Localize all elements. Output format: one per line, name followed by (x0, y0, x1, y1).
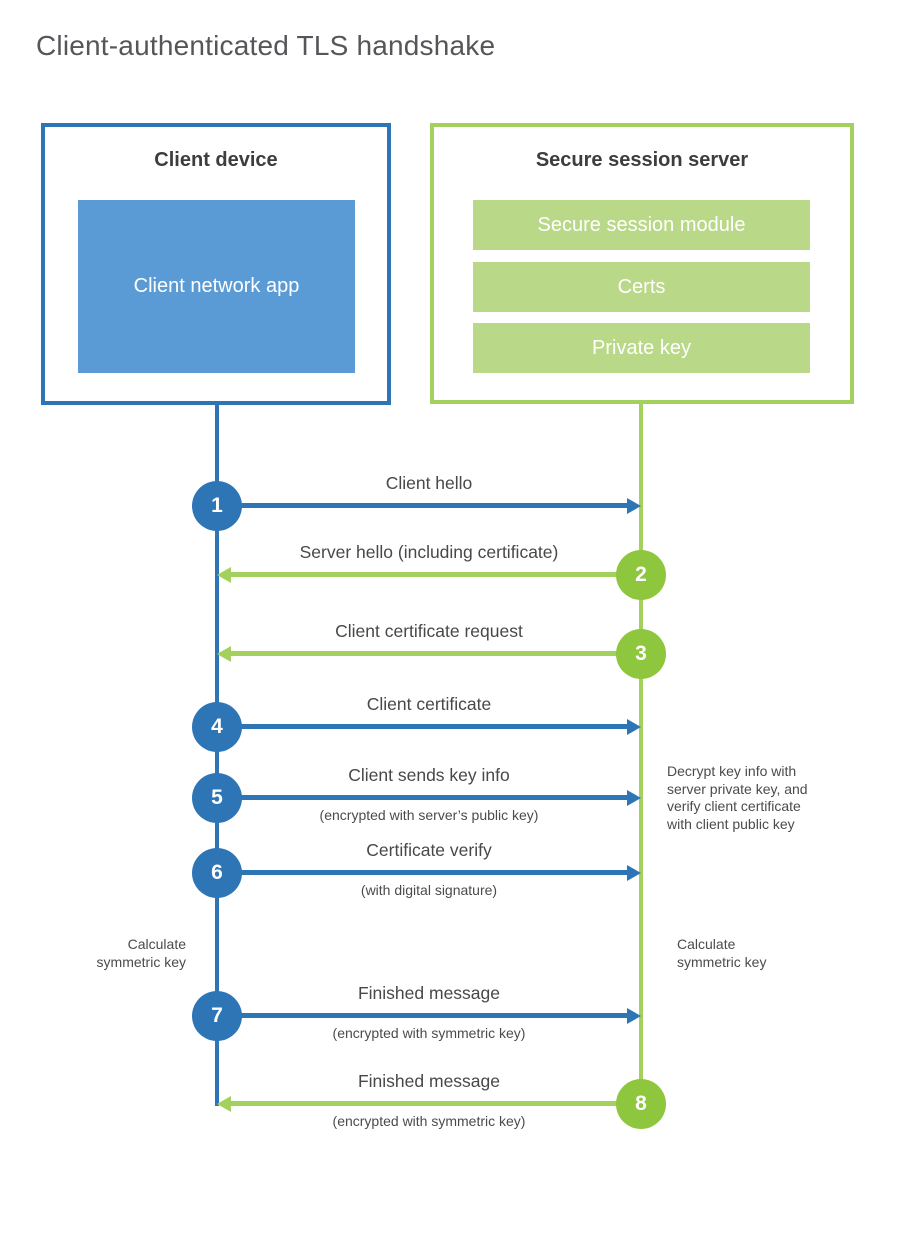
server-module-label: Private key (592, 336, 691, 359)
arrowhead-left-icon (217, 567, 231, 583)
server-module-label: Secure session module (537, 213, 746, 236)
step-number: 4 (211, 715, 223, 738)
step-number: 2 (635, 563, 647, 586)
message-2-arrow (217, 567, 641, 583)
message-3-arrow (217, 646, 641, 662)
arrow-shaft (218, 503, 628, 508)
step-5-circle: 5 (192, 773, 242, 823)
step-3-circle: 3 (616, 629, 666, 679)
message-6-label: Certificate verify (366, 840, 492, 860)
message-7-label: Finished message (357, 983, 501, 1003)
server-lifeline (639, 403, 643, 1110)
arrowhead-right-icon (627, 790, 641, 806)
note-decrypt-key-info: Decrypt key info with server private key… (667, 763, 808, 832)
message-3-label: Client certificate request (335, 621, 523, 641)
step-number: 1 (211, 494, 223, 517)
note-calculate-symmetric-key-right: Calculate symmetric key (677, 936, 767, 970)
secure-session-server-heading: Secure session server (535, 149, 749, 171)
step-8-circle: 8 (616, 1079, 666, 1129)
message-6-sublabel: (with digital signature) (360, 882, 498, 898)
message-6-arrow (217, 865, 641, 881)
message-7-arrow (217, 1008, 641, 1024)
client-network-app-box: Client network app (78, 200, 355, 373)
arrow-shaft (218, 795, 628, 800)
client-lifeline (215, 404, 219, 1106)
step-number: 3 (635, 642, 647, 665)
message-7-sublabel: (encrypted with symmetric key) (332, 1025, 526, 1041)
arrowhead-left-icon (217, 646, 231, 662)
step-4-circle: 4 (192, 702, 242, 752)
message-8-sublabel: (encrypted with symmetric key) (332, 1113, 526, 1129)
server-module-bar: Certs (473, 262, 810, 312)
arrowhead-left-icon (217, 1096, 231, 1112)
arrowhead-right-icon (627, 1008, 641, 1024)
step-7-circle: 7 (192, 991, 242, 1041)
arrow-shaft (230, 572, 640, 577)
step-number: 5 (211, 786, 223, 809)
note-calculate-symmetric-key-left: Calculate symmetric key (96, 936, 186, 970)
arrow-shaft (218, 870, 628, 875)
message-5-label: Client sends key info (348, 765, 510, 785)
arrowhead-right-icon (627, 865, 641, 881)
step-number: 8 (635, 1092, 647, 1115)
message-5-arrow (217, 790, 641, 806)
message-1-label: Client hello (385, 473, 473, 493)
message-8-arrow (217, 1096, 641, 1112)
message-4-arrow (217, 719, 641, 735)
message-4-label: Client certificate (366, 694, 492, 714)
step-2-circle: 2 (616, 550, 666, 600)
message-2-label: Server hello (including certificate) (299, 542, 559, 562)
step-number: 6 (211, 861, 223, 884)
arrow-shaft (230, 651, 640, 656)
arrowhead-right-icon (627, 719, 641, 735)
page-title: Client-authenticated TLS handshake (36, 30, 496, 61)
server-module-bar: Secure session module (473, 200, 810, 250)
message-5-sublabel: (encrypted with server’s public key) (319, 807, 539, 823)
server-module-bar: Private key (473, 323, 810, 373)
message-8-label: Finished message (357, 1071, 501, 1091)
server-module-label: Certs (617, 275, 666, 298)
step-6-circle: 6 (192, 848, 242, 898)
message-1-arrow (217, 498, 641, 514)
arrow-shaft (218, 1013, 628, 1018)
client-device-heading: Client device (154, 149, 278, 171)
arrow-shaft (218, 724, 628, 729)
arrow-shaft (230, 1101, 640, 1106)
step-number: 7 (211, 1004, 223, 1027)
arrowhead-right-icon (627, 498, 641, 514)
step-1-circle: 1 (192, 481, 242, 531)
client-network-app-label: Client network app (133, 275, 300, 297)
